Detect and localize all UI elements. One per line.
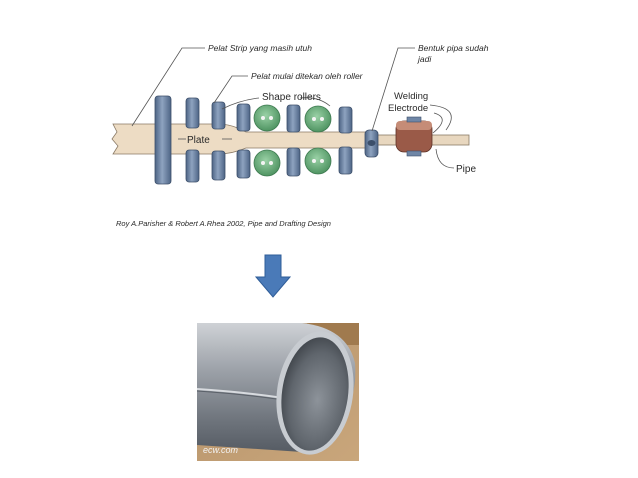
plate-strip [111,123,373,155]
label-plate-pressed: Pelat mulai ditekan oleh roller [251,71,364,81]
roller-bottom-1 [185,149,200,183]
roller-large [154,95,172,185]
label-pipe-formed-line2: jadi [417,54,432,64]
roller-top-1 [185,97,200,129]
label-plate: Plate [187,135,210,146]
label-pipe: Pipe [456,164,476,175]
roller-bottom-5 [338,146,353,175]
leader-lines [131,47,455,169]
label-shape-rollers: Shape rollers [262,92,321,103]
roller-bottom-3 [236,149,251,179]
roller-top-3 [236,103,251,132]
steel-pipe-photo: ecw.com [197,323,359,461]
roller-top-4 [286,104,301,133]
shape-roller-top-1 [253,104,281,132]
label-welding-line2: Electrode [388,103,428,114]
label-welding-line1: Welding [394,91,428,102]
label-pipe-formed-line1: Bentuk pipa sudah [418,43,489,53]
welding-electrode [395,116,433,157]
roller-top-5 [338,106,353,134]
shape-roller-bottom-2 [304,147,332,175]
citation: Roy A.Parisher & Robert A.Rhea 2002, Pip… [116,219,331,228]
shape-roller-bottom-1 [253,149,281,177]
label-strip-intact: Pelat Strip yang masih utuh [208,43,312,53]
down-arrow-icon [254,254,292,298]
photo-watermark: ecw.com [203,445,239,455]
roller-bottom-4 [286,147,301,177]
shape-roller-top-2 [304,105,332,133]
roller-bottom-2 [211,150,226,181]
closing-roller [364,129,379,158]
roller-top-2 [211,101,226,130]
